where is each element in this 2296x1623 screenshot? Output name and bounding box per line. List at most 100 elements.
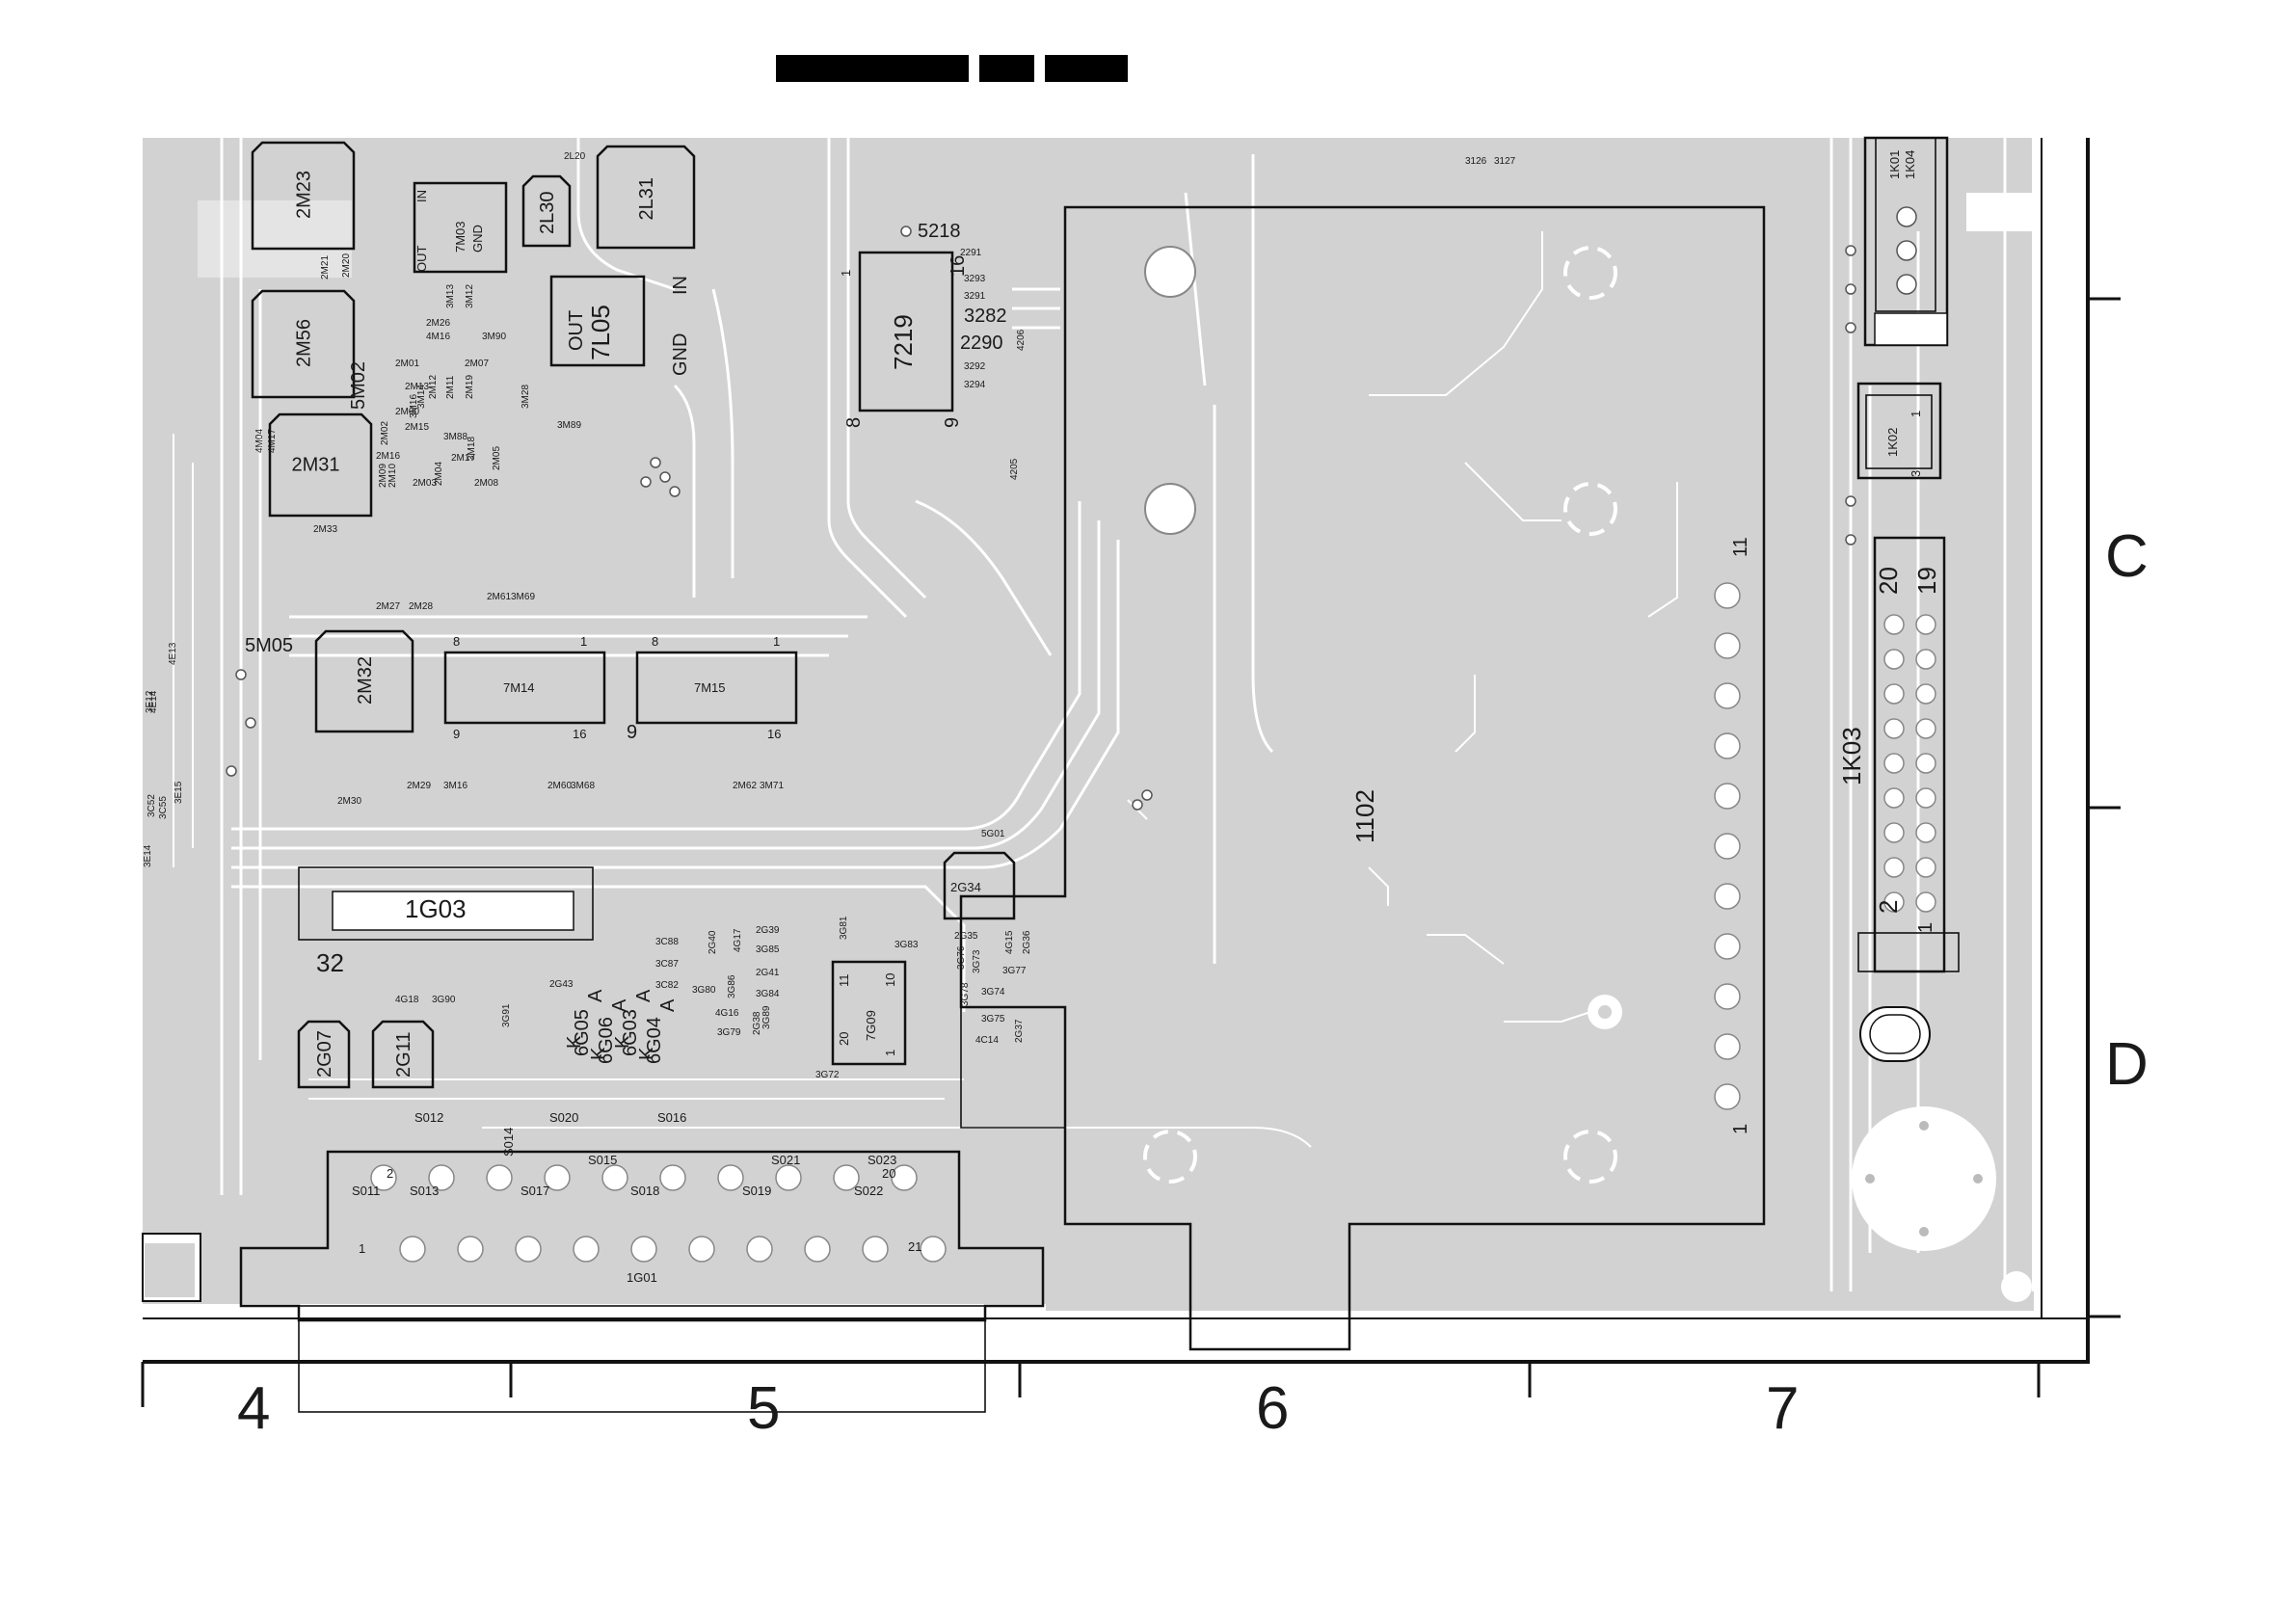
component-label: 2L20 bbox=[564, 151, 586, 162]
component-label: 3C52 bbox=[147, 794, 157, 817]
component-label: 3G75 bbox=[981, 1014, 1005, 1024]
via-pads bbox=[226, 226, 1856, 811]
capacitor-label: 2M31 bbox=[292, 455, 340, 476]
grid-column-7: 7 bbox=[1766, 1375, 1799, 1442]
component-label: 4E13 bbox=[168, 642, 178, 665]
diode-anode-label: A bbox=[633, 989, 654, 1002]
component-label: 3294 bbox=[964, 380, 986, 390]
component-label: 2M03 bbox=[413, 478, 437, 489]
solder-point-label: S019 bbox=[742, 1184, 771, 1198]
component-label: 3M90 bbox=[482, 332, 506, 342]
header-bar-1 bbox=[979, 55, 1034, 82]
regulator-7m03-label: 7M03 bbox=[453, 221, 467, 253]
connector-pin bbox=[862, 1236, 889, 1263]
connector-pin bbox=[1883, 753, 1905, 774]
connector-pin bbox=[1915, 753, 1936, 774]
capacitor-label: 2G07 bbox=[314, 1030, 335, 1078]
connector-1g01-pin1: 1 bbox=[359, 1241, 365, 1256]
solder-point-label: S020 bbox=[549, 1110, 578, 1125]
diode-label: 6G06 bbox=[596, 1017, 617, 1064]
connector-1g03: 1G03 32 bbox=[298, 866, 594, 977]
connector-1k02-pin1: 1 bbox=[1909, 411, 1923, 417]
component-label: 2M62 bbox=[733, 781, 757, 791]
ic-7m15: 7M15 8 1 9 16 bbox=[627, 634, 798, 743]
ic-7g09-label: 7G09 bbox=[864, 1010, 878, 1041]
module-pin bbox=[1714, 833, 1741, 860]
ic-7g09: 7G09 11 10 20 1 bbox=[831, 960, 907, 1066]
connector-pin bbox=[428, 1164, 455, 1191]
ic-7219-pin9: 9 bbox=[942, 417, 963, 428]
solder-point-label: S012 bbox=[414, 1110, 443, 1125]
capacitor-outline bbox=[943, 851, 1016, 920]
component-label: 3M14 bbox=[416, 385, 427, 409]
regulator-7m03-in: IN bbox=[414, 190, 429, 202]
component-label: 3G73 bbox=[972, 949, 982, 973]
component-label: 2M04 bbox=[434, 462, 444, 486]
component-label: 4M17 bbox=[267, 429, 278, 453]
board-area bbox=[142, 138, 2034, 1311]
module-pin bbox=[1714, 1033, 1741, 1060]
ic-7g09-pin1: 1 bbox=[883, 1050, 897, 1056]
capacitor-label: 2M32 bbox=[355, 656, 376, 705]
connector-pin bbox=[486, 1164, 513, 1191]
regulator-7l05-label: 7L05 bbox=[586, 305, 615, 360]
component-label: 4G16 bbox=[715, 1008, 739, 1019]
component-label: 3M68 bbox=[571, 781, 595, 791]
connector-1g01-label: 1G01 bbox=[627, 1270, 657, 1285]
component-label: 2M20 bbox=[341, 253, 352, 278]
connector-pin bbox=[1915, 822, 1936, 843]
coil-label: 5M05 bbox=[245, 635, 293, 656]
component-label: 3293 bbox=[964, 274, 986, 284]
grid-labels: 4 5 6 7 C D bbox=[237, 523, 2149, 1442]
component-label: 3M16 bbox=[409, 394, 419, 418]
diode-cathode-label: K bbox=[588, 1047, 609, 1060]
diode-cathode-label: K bbox=[564, 1035, 585, 1049]
component-label: 3G83 bbox=[894, 940, 919, 950]
solder-point-label: S023 bbox=[868, 1153, 896, 1167]
component-label: 3G81 bbox=[839, 916, 849, 940]
connector-1g03-label: 1G03 bbox=[405, 894, 467, 923]
connector-pin bbox=[717, 1164, 744, 1191]
diode-label: 6G05 bbox=[572, 1009, 593, 1056]
connector-pin bbox=[515, 1236, 542, 1263]
regulator-7l05-out: OUT bbox=[566, 310, 587, 351]
module-pin-11-label: 11 bbox=[1730, 537, 1751, 557]
component-label: 2M29 bbox=[407, 781, 431, 791]
ic-7m15-label: 7M15 bbox=[694, 680, 726, 695]
connector-1k03-pin19: 19 bbox=[1912, 567, 1941, 595]
connector-pin bbox=[804, 1236, 831, 1263]
diode-anode-label: A bbox=[585, 989, 606, 1002]
module-pin-row bbox=[1714, 582, 1741, 1110]
component-label: 3M88 bbox=[443, 432, 467, 442]
component-label: 3M89 bbox=[557, 420, 581, 431]
capacitor-outline bbox=[268, 412, 373, 518]
component-label: 3126 bbox=[1465, 156, 1487, 167]
ic-7g09-pin11: 11 bbox=[837, 974, 851, 988]
component-label: 3M69 bbox=[511, 592, 535, 602]
coil-label: 5218 bbox=[918, 221, 961, 242]
component-label: 2G40 bbox=[707, 930, 718, 954]
connector-pin bbox=[1915, 718, 1936, 739]
solder-point-label: S018 bbox=[630, 1184, 659, 1198]
capacitor-label: 2M23 bbox=[294, 171, 315, 219]
component-label: 2M15 bbox=[405, 422, 429, 433]
component-label: 3291 bbox=[964, 291, 986, 302]
header-bar-2 bbox=[1045, 55, 1128, 82]
component-label: 2G43 bbox=[549, 979, 574, 990]
copper-traces bbox=[173, 138, 2007, 1291]
connector-pin bbox=[1915, 857, 1936, 878]
diode-cathode-label: K bbox=[636, 1047, 657, 1060]
regulator-7l05-gnd: GND bbox=[670, 333, 691, 376]
module-1102-label: 1102 bbox=[1350, 789, 1379, 843]
component-label: 2M30 bbox=[337, 796, 361, 807]
capacitor-label: 2M56 bbox=[294, 319, 315, 367]
component-label: 2G35 bbox=[954, 931, 978, 942]
connector-1g01-pin21: 21 bbox=[908, 1239, 921, 1254]
component-label: 3C55 bbox=[158, 796, 169, 819]
component-label: 2G38 bbox=[752, 1011, 762, 1035]
connector-pin bbox=[1883, 649, 1905, 670]
component-label: 2M01 bbox=[395, 359, 419, 369]
component-label: 2M00 bbox=[395, 407, 419, 417]
component-label: 2M16 bbox=[376, 451, 400, 462]
